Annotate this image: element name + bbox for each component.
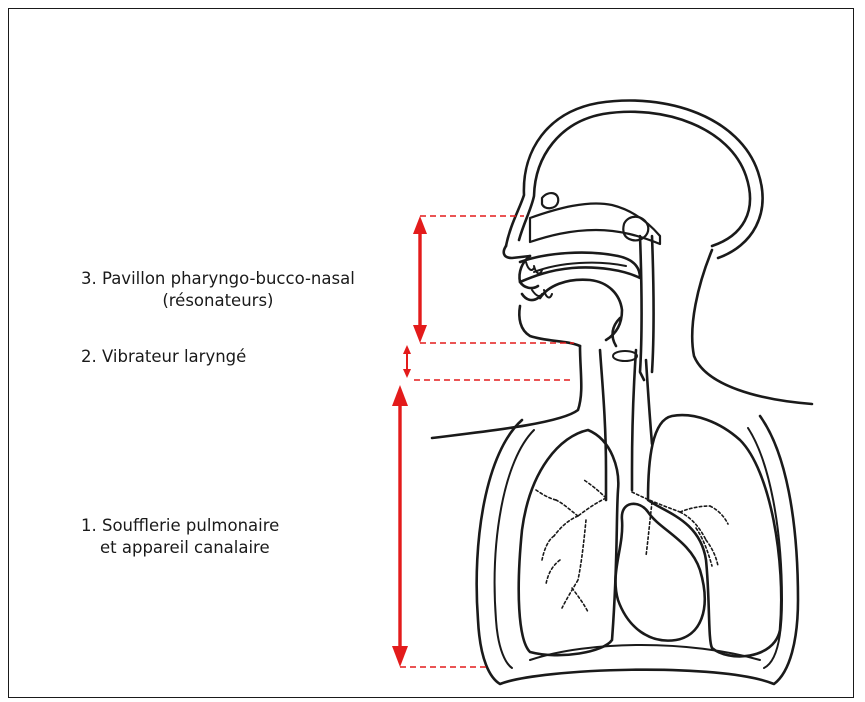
bronchi bbox=[536, 480, 728, 612]
arrow-resonators bbox=[413, 216, 427, 343]
label-lungs: 1. Soufflerie pulmonaire et appareil can… bbox=[81, 515, 279, 559]
pharynx-wall-inner bbox=[652, 236, 654, 372]
tongue bbox=[540, 280, 622, 340]
vocal-folds bbox=[613, 351, 637, 361]
lower-lip-jaw bbox=[519, 294, 580, 346]
label-resonators-line1: 3. Pavillon pharyngo-bucco-nasal bbox=[81, 268, 355, 290]
red-markers bbox=[392, 216, 574, 667]
left-lung bbox=[519, 430, 619, 655]
trachea-left bbox=[600, 350, 606, 500]
label-resonators: 3. Pavillon pharyngo-bucco-nasal (résona… bbox=[81, 268, 355, 312]
diaphragm bbox=[530, 645, 760, 660]
label-resonators-line2: (résonateurs) bbox=[81, 290, 355, 312]
neck-front bbox=[432, 346, 581, 438]
heart bbox=[616, 504, 705, 641]
skull-inner-outline bbox=[519, 112, 750, 246]
rib-cage-inner bbox=[495, 430, 534, 668]
sphenoid-sinus bbox=[542, 193, 558, 208]
arrow-lungs bbox=[392, 385, 408, 667]
label-lungs-line2: et appareil canalaire bbox=[81, 537, 279, 559]
dashed-guides bbox=[400, 216, 574, 667]
right-lung bbox=[648, 415, 781, 656]
arrow-larynx bbox=[403, 345, 411, 378]
label-larynx-text: 2. Vibrateur laryngé bbox=[81, 346, 246, 368]
anatomy-drawing bbox=[432, 101, 812, 684]
label-lungs-line1: 1. Soufflerie pulmonaire bbox=[81, 515, 279, 537]
pharynx-wall bbox=[640, 236, 644, 380]
nose bbox=[504, 246, 530, 258]
trachea-right bbox=[632, 350, 636, 490]
neck-back bbox=[692, 250, 812, 404]
palate bbox=[520, 253, 640, 282]
label-larynx: 2. Vibrateur laryngé bbox=[81, 346, 246, 368]
